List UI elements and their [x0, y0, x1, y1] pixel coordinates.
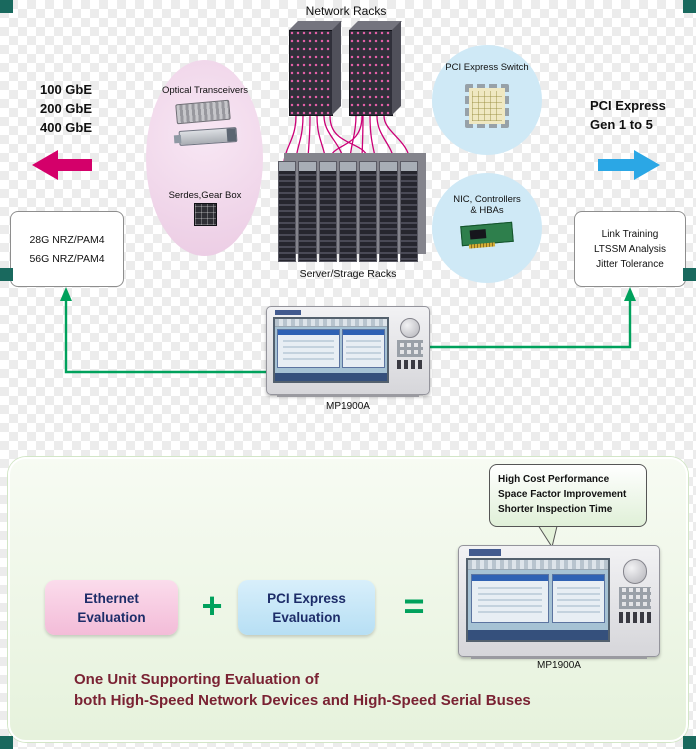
- corner-mark: [683, 0, 696, 13]
- ports-icon: [396, 359, 423, 369]
- corner-mark: [0, 268, 13, 281]
- instrument-label: MP1900A: [326, 401, 370, 412]
- screen-window: [276, 329, 340, 368]
- benefits-callout: High Cost Performance Space Factor Impro…: [489, 464, 647, 527]
- corner-mark: [0, 0, 13, 13]
- server-racks-label: Server/Strage Racks: [299, 268, 397, 280]
- equals-sign: =: [403, 585, 425, 626]
- green-arrowhead-right: [624, 287, 636, 301]
- ethernet-evaluation-box: Ethernet Evaluation: [45, 580, 178, 635]
- knob-icon: [622, 559, 648, 585]
- instrument-label: MP1900A: [537, 660, 581, 671]
- mp1900a-instrument: [266, 306, 430, 397]
- pci-switch-label: PCI Express Switch: [445, 62, 529, 73]
- green-connector-left: [64, 295, 270, 374]
- button-grid-icon: [396, 340, 423, 358]
- screen-toolbar: [468, 560, 608, 571]
- summary-caption: One Unit Supporting Evaluation of both H…: [74, 671, 531, 709]
- corner-mark: [0, 736, 13, 749]
- network-rack-icon: [289, 30, 333, 116]
- corner-mark: [683, 268, 696, 281]
- screen-window: [470, 573, 550, 623]
- green-arrowhead-left: [60, 287, 72, 301]
- screen-statusbar: [468, 630, 608, 640]
- screen-window: [342, 329, 386, 368]
- anritsu-logo: [275, 309, 301, 315]
- magenta-left-arrow-icon: [32, 150, 92, 180]
- ports-icon: [619, 612, 651, 624]
- pci-express-evaluation-box: PCI Express Evaluation: [238, 580, 375, 635]
- link-training-box: Link Training LTSSM Analysis Jitter Tole…: [574, 211, 686, 287]
- corner-mark: [683, 736, 696, 749]
- instrument-screen: [466, 558, 610, 642]
- instrument-controls: [393, 316, 425, 387]
- network-rack-icon: [349, 30, 393, 116]
- anritsu-logo: [469, 549, 501, 556]
- screen-window: [552, 573, 606, 623]
- optical-transceivers-label: Optical Transceivers: [161, 85, 249, 96]
- ethernet-speeds-label: 100 GbE 200 GbE 400 GbE: [40, 82, 93, 135]
- blue-right-arrow-icon: [598, 150, 660, 180]
- screen-toolbar: [274, 318, 388, 327]
- knob-icon: [399, 317, 420, 338]
- nic-label: NIC, Controllers & HBAs: [453, 194, 521, 216]
- plus-sign: +: [201, 585, 223, 626]
- screen-statusbar: [274, 373, 388, 381]
- pci-gen-label: PCI Express Gen 1 to 5: [590, 98, 666, 132]
- network-racks-label: Network Racks: [305, 4, 387, 18]
- instrument-controls: [615, 557, 655, 647]
- nrz-pam4-box: 28G NRZ/PAM4 56G NRZ/PAM4: [10, 211, 124, 287]
- green-connector-right: [428, 295, 632, 349]
- button-grid-icon: [619, 587, 651, 610]
- serdes-label: Serdes,Gear Box: [168, 190, 242, 201]
- serdes-chip-icon: [194, 203, 217, 226]
- mp1900a-instrument: [458, 545, 660, 659]
- instrument-screen: [272, 316, 390, 383]
- pci-switch-chip-icon: [465, 84, 509, 128]
- server-rack-row-icon: [278, 153, 426, 262]
